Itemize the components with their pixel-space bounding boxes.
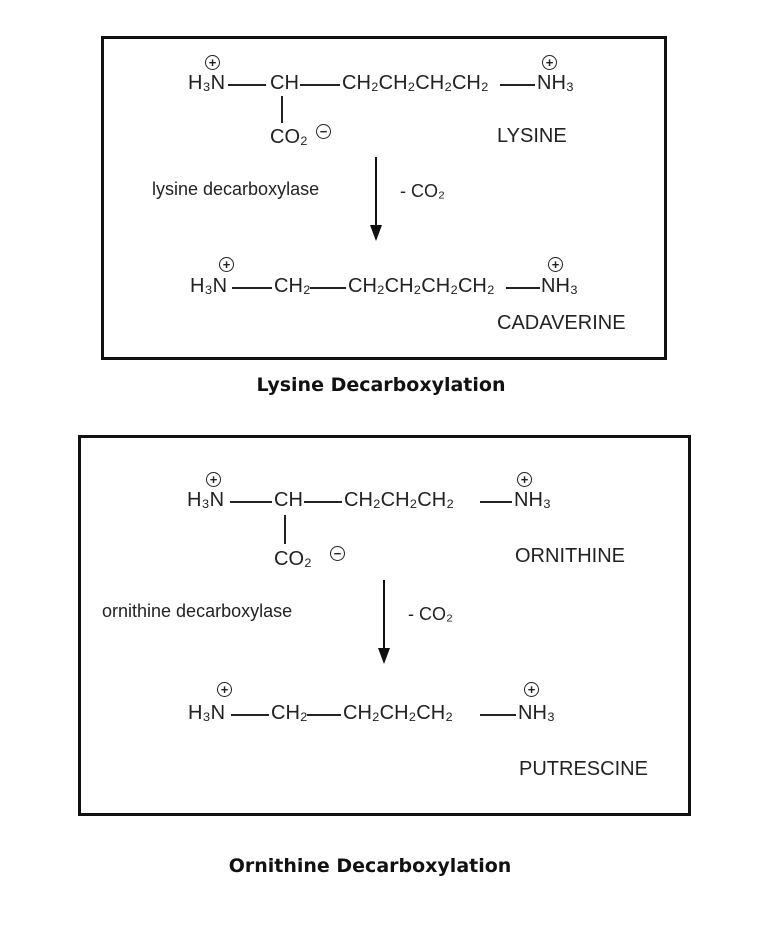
reaction-arrow-icon (370, 157, 382, 241)
bond (500, 84, 535, 86)
putrescine-amine-right: NH₃ (518, 702, 556, 724)
bond (281, 96, 283, 123)
cadaverine-ch2: CH₂ (274, 275, 311, 297)
putrescine-label: PUTRESCINE (519, 758, 648, 780)
ornithine-carboxylate: CO₂ (274, 548, 312, 570)
positive-charge-icon: + (517, 472, 532, 487)
cadaverine-amine-right: NH₃ (541, 275, 579, 297)
negative-charge-icon: − (330, 546, 345, 561)
cadaverine-amine-left: H₃N (190, 275, 228, 297)
lysine-amine-right: NH₃ (537, 72, 575, 94)
cadaverine-label: CADAVERINE (497, 312, 626, 334)
bond (304, 501, 342, 503)
cadaverine-chain: CH₂CH₂CH₂CH₂ (348, 275, 495, 297)
byproduct-label: - CO₂ (400, 181, 445, 201)
positive-charge-icon: + (524, 682, 539, 697)
putrescine-chain: CH₂CH₂CH₂ (343, 702, 453, 724)
ornithine-alpha-carbon: CH (274, 489, 303, 511)
positive-charge-icon: + (219, 257, 234, 272)
bond (480, 501, 512, 503)
bond (232, 287, 272, 289)
putrescine-amine-left: H₃N (188, 702, 226, 724)
bond (307, 714, 341, 716)
positive-charge-icon: + (206, 472, 221, 487)
ornithine-panel (78, 435, 691, 816)
putrescine-ch2: CH₂ (271, 702, 308, 724)
ornithine-caption: Ornithine Decarboxylation (228, 855, 512, 877)
bond (230, 501, 272, 503)
bond (284, 515, 286, 544)
positive-charge-icon: + (205, 55, 220, 70)
positive-charge-icon: + (542, 55, 557, 70)
lysine-chain: CH₂CH₂CH₂CH₂ (342, 72, 489, 94)
bond (480, 714, 516, 716)
ornithine-label: ORNITHINE (515, 545, 625, 567)
ornithine-chain: CH₂CH₂CH₂ (344, 489, 454, 511)
reaction-arrow-icon (378, 580, 390, 664)
enzyme-label: ornithine decarboxylase (102, 601, 293, 621)
lysine-alpha-carbon: CH (270, 72, 299, 94)
ornithine-amine-left: H₃N (187, 489, 225, 511)
positive-charge-icon: + (548, 257, 563, 272)
byproduct-label: - CO₂ (408, 604, 453, 624)
positive-charge-icon: + (217, 682, 232, 697)
enzyme-label: lysine decarboxylase (152, 179, 320, 199)
bond (300, 84, 340, 86)
bond (506, 287, 540, 289)
lysine-panel (101, 36, 667, 360)
bond (231, 714, 269, 716)
lysine-caption: Lysine Decarboxylation (256, 374, 506, 396)
bond (310, 287, 346, 289)
lysine-carboxylate: CO₂ (270, 126, 308, 148)
negative-charge-icon: − (316, 124, 331, 139)
lysine-label: LYSINE (497, 125, 567, 147)
lysine-amine-left: H₃N (188, 72, 226, 94)
ornithine-amine-right: NH₃ (514, 489, 552, 511)
bond (228, 84, 266, 86)
